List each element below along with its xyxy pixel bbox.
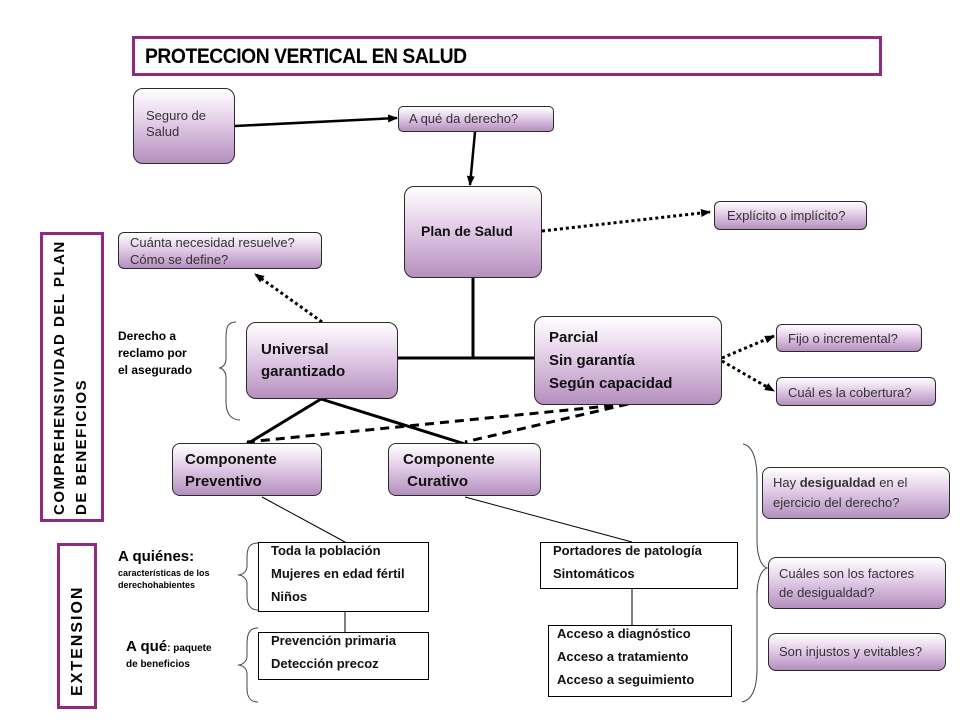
node-fijo: Fijo o incremental? — [776, 324, 922, 352]
node-necesidad: Cuánta necesidad resuelve? Cómo se defin… — [118, 232, 322, 269]
desigualdad-line1: Hay desigualdad en el — [773, 475, 907, 491]
page-title: PROTECCION VERTICAL EN SALUD — [145, 45, 467, 68]
a-que-note: A qué: paquete de beneficios — [126, 637, 236, 671]
line-universal-curativo — [320, 397, 466, 446]
parcial-line3: Según capacidad — [549, 375, 673, 392]
plan-salud-label: Plan de Salud — [421, 223, 513, 239]
derecho-question-label: A qué da derecho? — [409, 111, 519, 126]
comprehensiveness-label-line2: DE BENEFICIOS — [73, 378, 90, 515]
title-frame: PROTECCION VERTICAL EN SALUD — [132, 36, 882, 76]
derecho-reclamo-line1-row: Derecho a — [118, 328, 206, 345]
node-universal: Universal garantizado — [246, 322, 398, 399]
prevencion-item-2: Detección precoz — [271, 656, 379, 671]
cobertura-label: Cuál es la cobertura? — [788, 385, 912, 400]
dotted-plan-explicito — [541, 209, 711, 233]
a-quienes-big: A quiénes — [118, 548, 190, 565]
derecho-reclamo-line3: el asegurado — [118, 363, 193, 377]
box-acceso: Acceso a diagnóstico Acceso a tratamient… — [548, 625, 732, 697]
necesidad-line2: Cómo se define? — [130, 252, 229, 267]
box-prevencion: Prevención primaria Detección precoz — [258, 632, 429, 680]
node-plan-salud: Plan de Salud — [404, 186, 542, 278]
comprehensiveness-frame: COMPREHENSIVIDAD DEL PLAN DE BENEFICIOS — [40, 232, 104, 522]
poblacion-item-2: Mujeres en edad fértil — [271, 566, 405, 581]
desigualdad-post: en el — [875, 475, 908, 490]
desigualdad-pre: Hay — [773, 475, 800, 490]
poblacion-item-1: Toda la población — [271, 543, 381, 558]
dotted-universal-necesidad — [254, 272, 323, 324]
a-quienes-small1: características de los — [118, 568, 210, 578]
parcial-line2: Sin garantía — [549, 352, 635, 369]
a-que-big: A qué — [126, 638, 168, 655]
injustos-label: Son injustos y evitables? — [779, 644, 923, 659]
a-quienes-small2: derechohabientes — [118, 580, 196, 590]
fijo-label: Fijo o incremental? — [788, 331, 898, 346]
extension-frame: EXTENSION — [57, 543, 97, 709]
universal-line2: garantizado — [261, 363, 346, 380]
factores-line1: Cuáles son los factores — [779, 566, 915, 581]
dotted-parcial-fijo — [721, 334, 775, 360]
prevencion-item-1: Prevención primaria — [271, 633, 396, 648]
node-explicito: Explícito o implícito? — [714, 201, 867, 230]
dotted-parcial-cobertura — [721, 359, 775, 393]
desigualdad-bold: desigualdad — [799, 475, 876, 490]
derecho-reclamo-line1: Derecho a — [118, 329, 177, 343]
factores-line2: de desigualdad? — [779, 585, 875, 600]
box-portadores: Portadores de patología Sintomáticos — [540, 542, 738, 589]
node-curativo: Componente Curativo — [388, 443, 541, 496]
acceso-item-2: Acceso a tratamiento — [557, 649, 689, 664]
seguro-label: Seguro de Salud — [146, 108, 206, 139]
acceso-item-1: Acceso a diagnóstico — [557, 626, 691, 641]
curativo-line1: Componente — [403, 451, 495, 468]
line-preventivo-poblacion — [261, 496, 346, 543]
brace-right-upper — [742, 443, 769, 597]
derecho-reclamo-note: Derecho a reclamo por el asegurado — [118, 328, 206, 379]
box-poblacion: Toda la población Mujeres en edad fértil… — [258, 542, 429, 612]
line-curativo-portadores — [464, 496, 633, 543]
a-quienes-colon: : — [189, 548, 195, 565]
brace-a-que — [237, 627, 259, 703]
preventivo-line1: Componente — [185, 451, 277, 468]
curativo-line2: Curativo — [403, 473, 469, 490]
node-derecho-question: A qué da derecho? — [398, 106, 554, 132]
acceso-item-3: Acceso a seguimiento — [557, 672, 695, 687]
portadores-item-2: Sintomáticos — [553, 566, 635, 581]
extension-label: EXTENSION — [69, 585, 86, 696]
brace-a-quienes — [237, 542, 259, 611]
a-quienes-note: A quiénes: características de los derech… — [118, 547, 243, 591]
brace-derecho-reclamo — [218, 321, 241, 421]
node-desigualdad: Hay desigualdad en el ejercicio del dere… — [762, 467, 950, 519]
desigualdad-line2: ejercicio del derecho? — [773, 495, 900, 510]
node-factores: Cuáles son los factores de desigualdad? — [768, 557, 946, 609]
derecho-reclamo-line2: reclamo por — [118, 346, 187, 360]
dashed-parcial-preventivo — [246, 402, 629, 444]
a-que-heading: A qué: paquete — [126, 637, 236, 659]
arrow-derecho-plan — [466, 131, 477, 186]
explicito-label: Explícito o implícito? — [727, 208, 846, 223]
preventivo-line2: Preventivo — [185, 473, 262, 490]
node-parcial: Parcial Sin garantía Según capacidad — [534, 316, 722, 405]
a-que-small2: de beneficios — [126, 659, 190, 670]
node-cobertura: Cuál es la cobertura? — [776, 377, 936, 406]
parcial-line1: Parcial — [549, 329, 599, 346]
node-seguro-salud: Seguro de Salud — [133, 88, 235, 164]
brace-right-lower — [741, 590, 758, 703]
necesidad-line1: Cuánta necesidad resuelve? — [130, 235, 295, 250]
node-injustos: Son injustos y evitables? — [768, 633, 946, 671]
arrow-seguro-derecho — [234, 114, 398, 128]
poblacion-item-3: Niños — [271, 589, 308, 604]
line-universal-preventivo — [246, 397, 322, 446]
comprehensiveness-label-line1: COMPREHENSIVIDAD DEL PLAN — [51, 240, 68, 515]
dashed-parcial-curativo — [464, 402, 629, 444]
universal-line1: Universal — [261, 341, 329, 358]
portadores-item-1: Portadores de patología — [553, 543, 702, 558]
a-quienes-heading: A quiénes: — [118, 547, 243, 567]
a-que-small1: : paquete — [167, 643, 212, 654]
node-preventivo: Componente Preventivo — [172, 443, 322, 496]
